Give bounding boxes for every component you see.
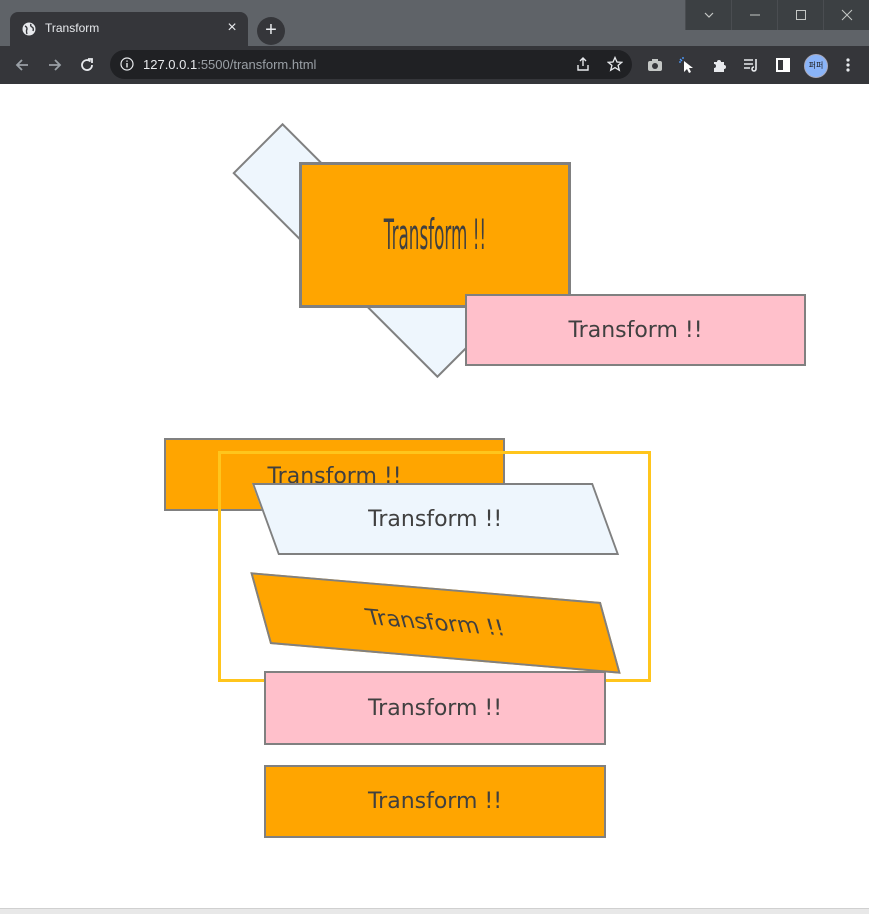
scaled-box-label: Transform !! <box>383 211 487 259</box>
plain-pink-box: Transform !! <box>264 671 606 745</box>
extensions-icon[interactable] <box>711 57 727 73</box>
tab-strip: Transform × + <box>0 0 869 46</box>
page-bottom-edge <box>0 908 869 914</box>
new-tab-button[interactable]: + <box>257 17 285 45</box>
camera-icon[interactable] <box>647 57 663 73</box>
translated-box-label: Transform !! <box>568 317 703 343</box>
scaled-box: Transform !! <box>299 162 571 308</box>
skewed-rotated-box-label: Transform !! <box>363 604 508 642</box>
url-host: 127.0.0.1 <box>143 57 198 72</box>
maximize-icon <box>795 10 806 20</box>
share-icon[interactable] <box>575 56 591 72</box>
close-window-icon <box>841 9 852 21</box>
url-path: :5500/transform.html <box>197 57 317 72</box>
reload-button[interactable] <box>75 53 99 77</box>
skewed-box-label: Transform !! <box>368 506 503 532</box>
page-viewport: Transform !! Transform !! Transform !! T… <box>0 84 869 908</box>
info-icon[interactable] <box>120 57 134 71</box>
close-window-button[interactable] <box>823 0 869 30</box>
skewed-box: Transform !! <box>251 483 620 555</box>
reload-icon <box>81 58 93 71</box>
maximize-button[interactable] <box>777 0 823 30</box>
globe-icon <box>22 22 36 36</box>
tab-search-button[interactable] <box>685 0 731 30</box>
plain-orange-box-label: Transform !! <box>367 789 503 814</box>
forward-button[interactable] <box>43 53 67 77</box>
minimize-button[interactable] <box>731 0 777 30</box>
browser-tab[interactable]: Transform × <box>10 12 248 46</box>
back-icon <box>15 59 28 71</box>
minimize-icon <box>749 14 760 16</box>
forward-icon <box>49 59 62 71</box>
plain-orange-box: Transform !! <box>264 765 606 838</box>
url-text[interactable]: 127.0.0.1:5500/transform.html <box>143 57 316 72</box>
star-icon[interactable] <box>607 56 623 72</box>
profile-avatar[interactable]: 퍼퍼 <box>804 54 828 78</box>
tab-close-button[interactable]: × <box>227 19 237 36</box>
side-panel-icon[interactable] <box>775 57 791 73</box>
menu-icon[interactable] <box>840 57 856 73</box>
translated-box: Transform !! <box>465 294 806 366</box>
cursor-extension-icon[interactable] <box>679 57 695 73</box>
address-bar[interactable]: 127.0.0.1:5500/transform.html <box>110 50 632 79</box>
tab-search-icon <box>704 12 713 18</box>
window-controls <box>685 0 869 30</box>
browser-toolbar: 127.0.0.1:5500/transform.html 퍼퍼 <box>0 46 869 84</box>
reading-list-icon[interactable] <box>743 57 759 73</box>
back-button[interactable] <box>10 53 34 77</box>
plain-pink-box-label: Transform !! <box>367 695 503 721</box>
tab-title: Transform <box>45 21 100 35</box>
